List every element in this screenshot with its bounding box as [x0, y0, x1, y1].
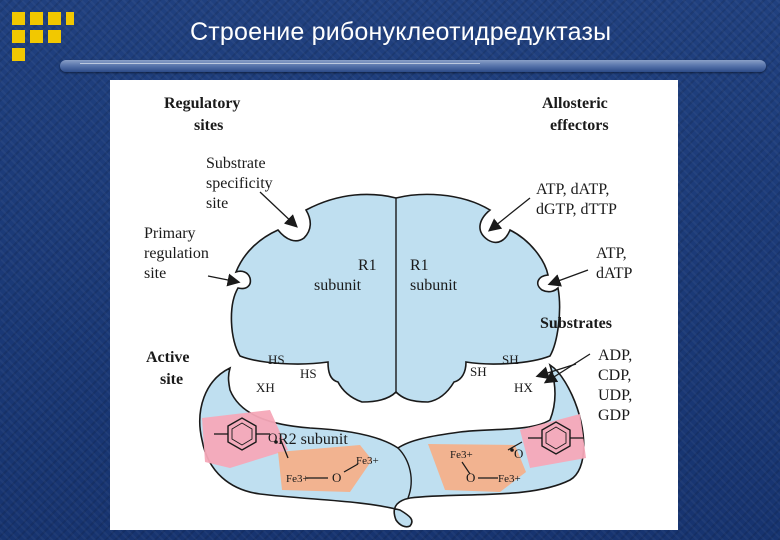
label-r1-left-2: subunit: [314, 277, 362, 294]
tyrosyl-ring-left: [214, 417, 289, 459]
label-effector-activity-2: dATP: [596, 265, 633, 282]
arrow-substrates: [543, 353, 591, 384]
label-group-sh-1: SH: [470, 364, 487, 379]
label-r1-right-2: subunit: [410, 277, 458, 294]
slide-title: Строение рибонуклеотидредуктазы: [190, 18, 612, 46]
label-allosteric-effectors-1: Allosteric: [542, 95, 608, 112]
label-iron-left-b: Fe3+: [356, 455, 379, 467]
radical-dot-right: [510, 448, 514, 452]
diiron-region-left: [278, 445, 372, 492]
label-oxygen-left-tyr: O: [268, 430, 277, 445]
label-r1-right-1: R1: [410, 257, 429, 274]
label-group-sh-2: SH: [502, 352, 519, 367]
ribonucleotide-reductase-diagram: Regulatory sites Allosteric effectors Su…: [110, 80, 678, 530]
label-primary-regulation-2: regulation: [144, 245, 209, 262]
tyrosyl-ring-right: [528, 421, 584, 455]
label-substrates-heading: Substrates: [540, 315, 612, 332]
label-group-hs-2: HS: [300, 366, 317, 381]
label-r2-subunit: R2 subunit: [278, 431, 348, 448]
label-group-hx: HX: [514, 380, 533, 395]
arrow-effector-activity: [547, 269, 589, 287]
tyr-ring-region-right: [520, 414, 586, 468]
label-primary-regulation-1: Primary: [144, 225, 196, 242]
diiron-region-right: [428, 444, 526, 492]
label-oxygen-left-bridge: O: [332, 470, 341, 485]
diiron-bonds-right: [461, 441, 523, 479]
label-allosteric-effectors-2: effectors: [550, 117, 609, 134]
radical-dot-left: [274, 440, 278, 444]
slide-logo: [8, 8, 74, 68]
title-underline-bar: [60, 60, 766, 72]
label-substrate-udp: UDP,: [598, 387, 632, 404]
label-oxygen-right-bridge: O: [466, 470, 475, 485]
label-oxygen-right-tyr: O: [514, 446, 523, 461]
arrow-substrates-2: [535, 363, 577, 380]
label-group-xh: XH: [256, 380, 275, 395]
label-group-hs-1: HS: [268, 352, 285, 367]
label-substrate-cdp: CDP,: [598, 367, 631, 384]
r2-seam: [397, 447, 412, 499]
label-effector-specificity-1: ATP, dATP,: [536, 181, 609, 198]
label-iron-left-a: Fe3+: [286, 473, 309, 485]
label-effector-specificity-2: dGTP, dTTP: [536, 201, 617, 218]
diiron-bonds-left: [306, 463, 359, 479]
label-active-site-2: site: [160, 371, 183, 388]
label-active-site-1: Active: [146, 349, 190, 366]
arrow-substrate-specificity: [259, 191, 298, 228]
tyr-ring-region-left: [202, 410, 288, 468]
label-substrate-specificity-1: Substrate: [206, 155, 266, 172]
label-iron-right-b: Fe3+: [498, 473, 521, 485]
label-substrate-specificity-3: site: [206, 195, 228, 212]
label-r1-left-1: R1: [358, 257, 377, 274]
label-primary-regulation-3: site: [144, 265, 166, 282]
diagram-svg: Regulatory sites Allosteric effectors Su…: [144, 95, 633, 528]
label-substrate-specificity-2: specificity: [206, 175, 273, 192]
arrow-primary-regulation: [207, 273, 241, 287]
label-iron-right-a: Fe3+: [450, 449, 473, 461]
label-substrate-gdp: GDP: [598, 407, 630, 424]
label-regulatory-sites-2: sites: [194, 117, 223, 134]
label-regulatory-sites-1: Regulatory: [164, 95, 240, 112]
arrow-effector-specificity: [487, 197, 531, 232]
label-substrate-adp: ADP,: [598, 347, 632, 364]
label-effector-activity-1: ATP,: [596, 245, 627, 262]
